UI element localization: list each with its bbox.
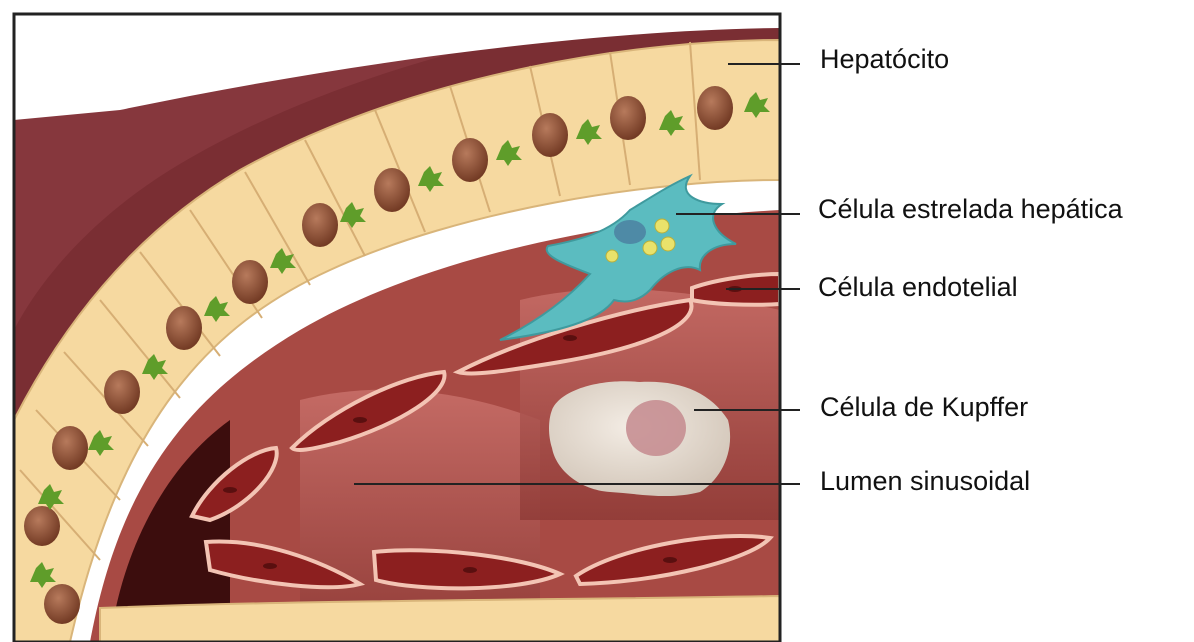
label-endothelial-cell: Célula endotelial	[818, 274, 1018, 301]
nucleus	[232, 260, 268, 304]
kupffer-nucleus	[626, 400, 686, 456]
lipid-droplet	[606, 250, 618, 262]
nucleus	[563, 335, 577, 341]
lipid-droplet	[655, 219, 669, 233]
nucleus	[166, 306, 202, 350]
nucleus	[263, 563, 277, 569]
nucleus	[463, 567, 477, 573]
nucleus	[452, 138, 488, 182]
nucleus	[44, 584, 80, 624]
nucleus	[223, 487, 237, 493]
nucleus	[610, 96, 646, 140]
label-stellate-cell: Célula estrelada hepática	[818, 196, 1123, 223]
lipid-droplet	[643, 241, 657, 255]
stellate-nucleus	[614, 220, 646, 244]
nucleus	[374, 168, 410, 212]
nucleus	[302, 203, 338, 247]
nucleus	[104, 370, 140, 414]
label-hepatocyte: Hepatócito	[820, 46, 949, 73]
nucleus	[52, 426, 88, 470]
label-kupffer-cell: Célula de Kupffer	[820, 394, 1028, 421]
nucleus	[24, 506, 60, 546]
nucleus	[697, 86, 733, 130]
label-sinusoidal-lumen: Lumen sinusoidal	[820, 468, 1030, 495]
nucleus	[353, 417, 367, 423]
nucleus	[532, 113, 568, 157]
lipid-droplet	[661, 237, 675, 251]
nucleus	[663, 557, 677, 563]
